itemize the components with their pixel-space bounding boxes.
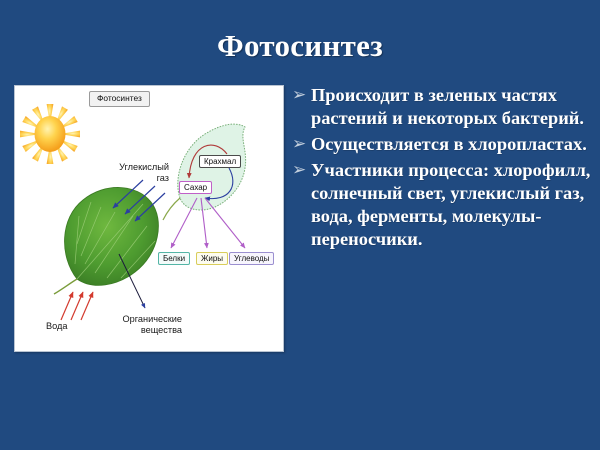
label-carbon-dioxide: Углекислый газ: [119, 162, 169, 183]
box-carbohydrates: Углеводы: [229, 252, 275, 266]
box-proteins: Белки: [158, 252, 191, 266]
diagram-caption: Фотосинтез: [89, 91, 150, 107]
label-organic-substances: Органические вещества: [122, 314, 182, 335]
sun-icon: [20, 104, 80, 164]
page-title: Фотосинтез: [217, 28, 383, 63]
label-water: Вода: [46, 321, 68, 331]
diagram-graphics: [20, 104, 247, 321]
water-arrows: [60, 291, 94, 321]
list-item-label: Происходит в зеленых частях растений и н…: [311, 85, 584, 128]
small-leaf-illustration: [162, 123, 247, 221]
bullet-list: ➢ Происходит в зеленых частях растений и…: [292, 84, 592, 254]
chevron-right-bullet-icon: ➢: [292, 160, 307, 180]
list-item-label: Участники процесса: хлорофилл, солнечный…: [311, 160, 591, 249]
diagram-canvas: Фотосинтез Углекислый газ Вода Органичес…: [15, 86, 283, 351]
chevron-right-bullet-icon: ➢: [292, 134, 307, 154]
sugar-product-arrows: [170, 197, 246, 249]
list-item: ➢ Осуществляется в хлоропластах.: [292, 133, 592, 156]
co2-arrows: [112, 179, 166, 222]
starch-sugar-arrows: [186, 144, 234, 202]
box-starch: Крахмал: [199, 155, 242, 169]
list-item-label: Осуществляется в хлоропластах.: [311, 134, 587, 154]
list-item: ➢ Участники процесса: хлорофилл, солнечн…: [292, 159, 592, 251]
list-item: ➢ Происходит в зеленых частях растений и…: [292, 84, 592, 130]
box-fats: Жиры: [196, 252, 229, 266]
chevron-right-bullet-icon: ➢: [292, 85, 307, 105]
big-leaf-illustration: [53, 187, 159, 295]
organic-substances-arrow: [118, 253, 146, 309]
photosynthesis-diagram-panel: Фотосинтез Углекислый газ Вода Органичес…: [14, 85, 284, 352]
box-sugar: Сахар: [179, 181, 213, 195]
